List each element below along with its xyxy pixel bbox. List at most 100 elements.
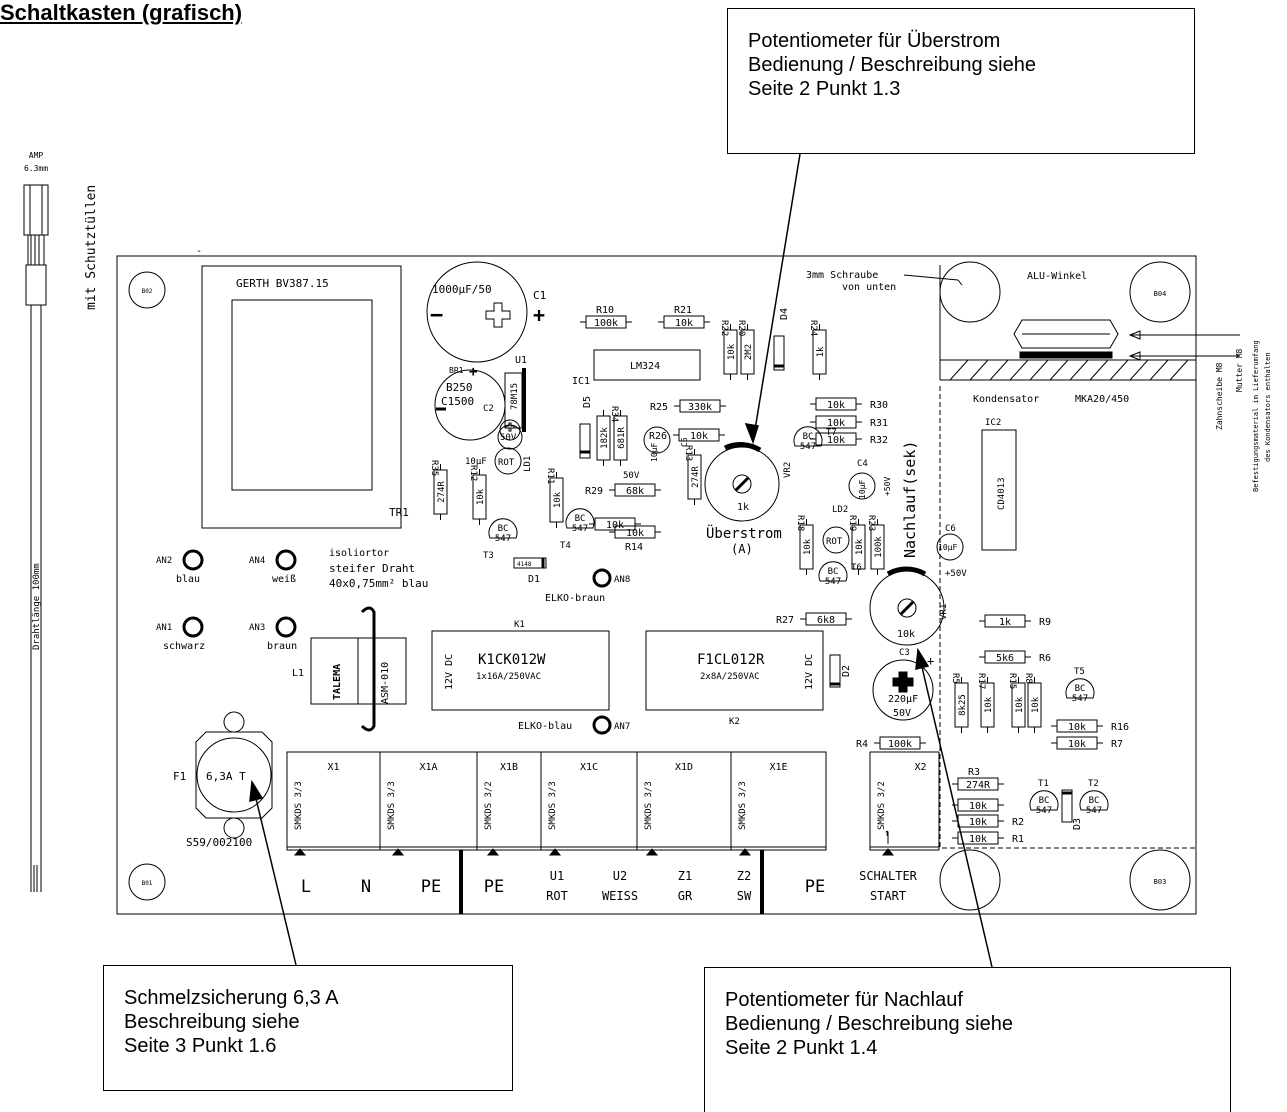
svg-text:des Kondensators enthalten: des Kondensators enthalten xyxy=(1264,352,1272,462)
terminal-x1b: X1B SMKDS 3/2 xyxy=(476,751,542,851)
svg-text:547: 547 xyxy=(572,524,588,534)
svg-text:Befestigungsmaterial im Liefer: Befestigungsmaterial im Lieferumfang xyxy=(1252,340,1260,492)
svg-text:Nachlauf(sek): Nachlauf(sek) xyxy=(901,441,919,558)
svg-text:10µF: 10µF xyxy=(465,457,487,467)
svg-text:T6: T6 xyxy=(851,563,862,573)
svg-text:AN3: AN3 xyxy=(249,623,265,633)
resistor-value: 5k6 xyxy=(996,653,1014,664)
diodes: 4148 D1 D2 D3 D4 D5 xyxy=(513,308,1083,830)
svg-text:C4: C4 xyxy=(857,459,868,469)
svg-text:547: 547 xyxy=(495,534,511,544)
svg-text:von unten: von unten xyxy=(842,282,896,293)
svg-text:−: − xyxy=(430,303,443,328)
svg-text:U2: U2 xyxy=(613,869,627,883)
resistor-value: 10k xyxy=(1015,696,1025,713)
svg-text:T7: T7 xyxy=(826,428,837,438)
callout-line: Schmelzsicherung 6,3 A xyxy=(124,987,339,1009)
callout-line: Potentiometer für Nachlauf xyxy=(725,989,963,1011)
callout-nachlauf: Potentiometer für Nachlauf Bedienung / B… xyxy=(704,967,1231,1112)
resistor-ref: R4 xyxy=(856,739,868,750)
callout-line: Seite 2 Punkt 1.4 xyxy=(725,1037,878,1059)
resistor-ref: R29 xyxy=(585,486,603,497)
svg-text:steifer Draht: steifer Draht xyxy=(329,562,415,575)
cable-schutz-label: mit Schutztüllen xyxy=(84,185,99,310)
mounting-holes: B02 B01 B03 B04 xyxy=(128,261,1191,911)
resistor-value: 2M2 xyxy=(744,344,754,360)
svg-text:B250: B250 xyxy=(446,381,473,394)
resistor-value: 1k xyxy=(999,617,1011,628)
an-pads: AN2 blau AN4 weiß AN1 schwarz AN3 braun … xyxy=(156,549,630,735)
svg-text:IC2: IC2 xyxy=(985,418,1001,428)
callout-arrows xyxy=(249,153,993,968)
svg-text:T3: T3 xyxy=(483,551,494,561)
resistor-ref: R26 xyxy=(649,431,667,442)
svg-text:B01: B01 xyxy=(142,880,153,887)
svg-text:X1: X1 xyxy=(327,762,339,773)
svg-text:START: START xyxy=(870,889,906,903)
led-ld2: ROT LD2 xyxy=(822,505,850,554)
svg-text:ASM-010: ASM-010 xyxy=(380,662,391,704)
resistor-value: 10k xyxy=(727,343,737,360)
svg-text:IC1: IC1 xyxy=(572,376,590,387)
svg-text:C1500: C1500 xyxy=(441,395,474,408)
resistor-value: 10k xyxy=(553,491,563,508)
svg-text:K1CK012W: K1CK012W xyxy=(478,652,546,668)
resistor-ref: R13 xyxy=(683,445,693,461)
svg-text:10µF: 10µF xyxy=(938,543,957,552)
svg-text:6,3A T: 6,3A T xyxy=(206,770,246,783)
svg-text:X2: X2 xyxy=(914,762,926,773)
svg-text:SMKDS 3/2: SMKDS 3/2 xyxy=(484,781,494,830)
svg-text:10k: 10k xyxy=(897,629,915,640)
svg-text:D3: D3 xyxy=(1072,818,1083,830)
resistor-ref: R25 xyxy=(650,402,668,413)
svg-text:40x0,75mm² blau: 40x0,75mm² blau xyxy=(329,577,428,590)
pin-label: PE xyxy=(484,877,504,897)
svg-text:BC: BC xyxy=(828,567,839,577)
resistor-ref: R14 xyxy=(625,542,643,553)
svg-text:B03: B03 xyxy=(1154,878,1167,886)
svg-text:ELKO-braun: ELKO-braun xyxy=(545,593,605,604)
svg-text:3mm Schraube: 3mm Schraube xyxy=(806,270,878,281)
resistor-ref: R12 xyxy=(468,465,478,481)
resistor-ref: R21 xyxy=(674,305,692,316)
resistor-ref: R2 xyxy=(1012,817,1024,828)
svg-text:12V DC: 12V DC xyxy=(444,654,455,690)
svg-text:547: 547 xyxy=(800,442,816,452)
svg-text:78M15: 78M15 xyxy=(510,383,520,410)
svg-text:LD1: LD1 xyxy=(523,456,533,472)
resistor-value: 100k xyxy=(594,318,618,329)
svg-text:X1B: X1B xyxy=(500,762,518,773)
resistor-value: 274R xyxy=(437,481,447,503)
svg-text:ROT: ROT xyxy=(498,458,515,468)
cable-length-label: Drahtlänge 100mm xyxy=(32,563,42,650)
resistor-value: 10k xyxy=(855,538,865,555)
isolated-wire: isoliortor steifer Draht 40x0,75mm² blau xyxy=(329,548,428,732)
svg-text:X1C: X1C xyxy=(580,762,598,773)
resistor-value: 182k xyxy=(600,427,610,449)
svg-text:LD2: LD2 xyxy=(832,505,848,515)
svg-text:10µF: 10µF xyxy=(650,443,659,462)
svg-text:+50V: +50V xyxy=(945,569,967,579)
capacitor-c1: 1000µF/50 C1 − + xyxy=(426,261,546,363)
svg-text:LM324: LM324 xyxy=(630,361,660,372)
fuse-f1: F1 6,3A T S59/002100 xyxy=(173,711,273,849)
pcb-outline xyxy=(116,255,1197,915)
svg-text:BC: BC xyxy=(498,524,509,534)
svg-text:B02: B02 xyxy=(142,288,153,295)
